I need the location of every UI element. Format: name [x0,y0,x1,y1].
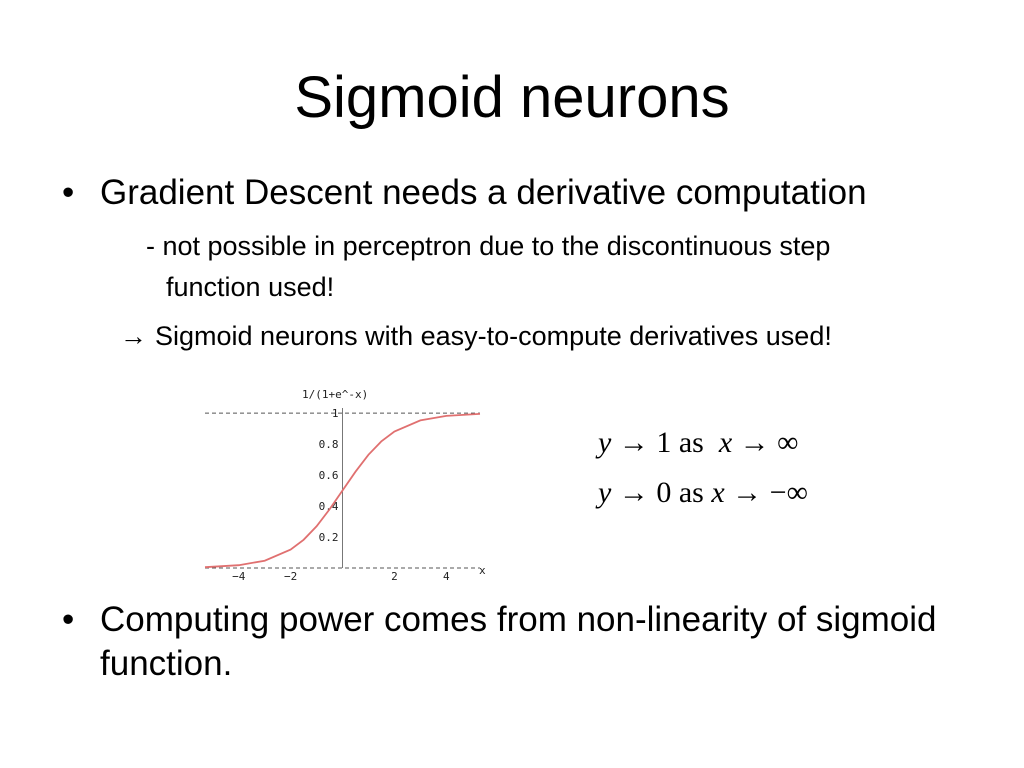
bullet-marker: • [62,600,75,639]
bullet-marker: • [62,173,75,212]
sub-point-line-1: - not possible in perceptron due to the … [146,231,831,261]
math-arrow: → [618,476,649,509]
x-tick-label: −2 [284,570,297,583]
math-x: x [711,476,725,509]
math-arrow: → [618,426,649,459]
x-tick-label: 2 [391,570,398,583]
math-as: as [678,476,704,509]
bullet-computing-power: Computing power comes from non-linearity… [100,600,937,683]
x-tick-label: −4 [232,570,246,583]
sub-point-perceptron: - not possible in perceptron due to the … [146,226,1016,308]
sigmoid-curve [204,413,481,569]
math-arrow: → [739,426,770,459]
math-limit: ∞ [777,426,799,459]
y-tick-label: 1 [332,407,339,420]
x-tick-label: 4 [443,570,450,583]
math-y: y [598,476,612,509]
chart-title: 1/(1+e^-x) [302,388,368,401]
math-as: as [678,426,704,459]
y-tick-label: 0.6 [319,469,339,482]
y-tick-label: 0.2 [319,531,339,544]
math-limit: −∞ [769,476,808,509]
math-arrow: → [732,476,763,509]
math-value: 0 [656,476,672,509]
math-x: x [718,426,733,459]
slide-title: Sigmoid neurons [294,65,730,130]
limit-row-negative: y → 0 as x → −∞ [598,468,808,518]
consequence-line: → Sigmoid neurons with easy-to-compute de… [120,316,832,357]
y-tick-label: 0.8 [319,438,339,451]
bullet-gradient-descent: Gradient Descent needs a derivative comp… [100,173,867,212]
math-y: y [598,426,612,459]
sub-point-line-2: function used! [166,272,335,302]
consequence-text: Sigmoid neurons with easy-to-compute der… [155,321,832,351]
x-axis-label: x [479,564,486,577]
limit-row-positive: y → 1 as x → ∞ [598,418,808,468]
limit-equations: y → 1 as x → ∞ y → 0 as x → −∞ [598,418,808,518]
math-value: 1 [656,426,672,459]
right-arrow-icon: → [120,321,147,351]
